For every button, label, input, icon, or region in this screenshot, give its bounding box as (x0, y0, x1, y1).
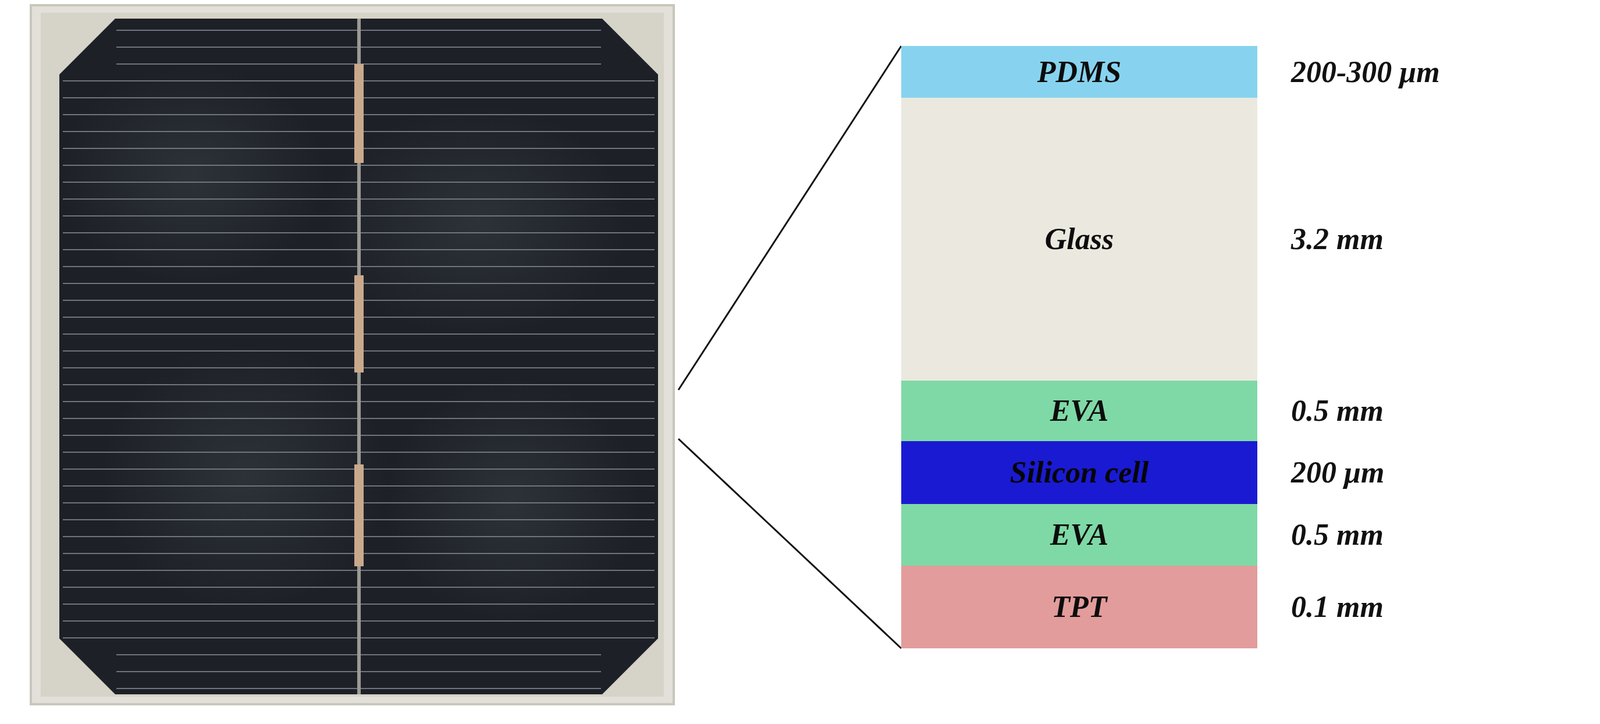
pdms-layer: PDMS (901, 45, 1258, 98)
zoom-leader-line (678, 45, 902, 390)
tpt-layer: TPT (901, 565, 1258, 649)
zoom-leader-line (678, 438, 902, 649)
glass-layer: Glass (901, 97, 1258, 381)
cell-shade (325, 104, 629, 338)
layer-name: Glass (1044, 222, 1114, 256)
layer-name: EVA (1050, 393, 1109, 428)
layer-name: EVA (1050, 517, 1109, 551)
layer-name: Silicon cell (1010, 455, 1149, 489)
thickness-label: 0.5 mm (1291, 393, 1384, 428)
busbar-pad (354, 275, 364, 373)
glass-frame-inner (40, 12, 664, 697)
silicon-cell-layer: Silicon cell (901, 441, 1258, 504)
thickness-label: 0.1 mm (1291, 589, 1384, 624)
busbar-pad (354, 64, 364, 163)
thickness-label: 3.2 mm (1291, 222, 1384, 256)
thickness-label: 200 μm (1291, 455, 1385, 489)
busbar-pad (354, 464, 364, 567)
cell-shade (384, 378, 640, 623)
eva-layer: EVA (901, 380, 1258, 442)
eva-layer: EVA (901, 503, 1258, 566)
glass-frame (30, 5, 674, 704)
thickness-label: 200-300 μm (1291, 55, 1440, 89)
layer-name: PDMS (1037, 55, 1122, 89)
thickness-label: 0.5 mm (1291, 517, 1384, 551)
layer-name: TPT (1051, 589, 1107, 624)
